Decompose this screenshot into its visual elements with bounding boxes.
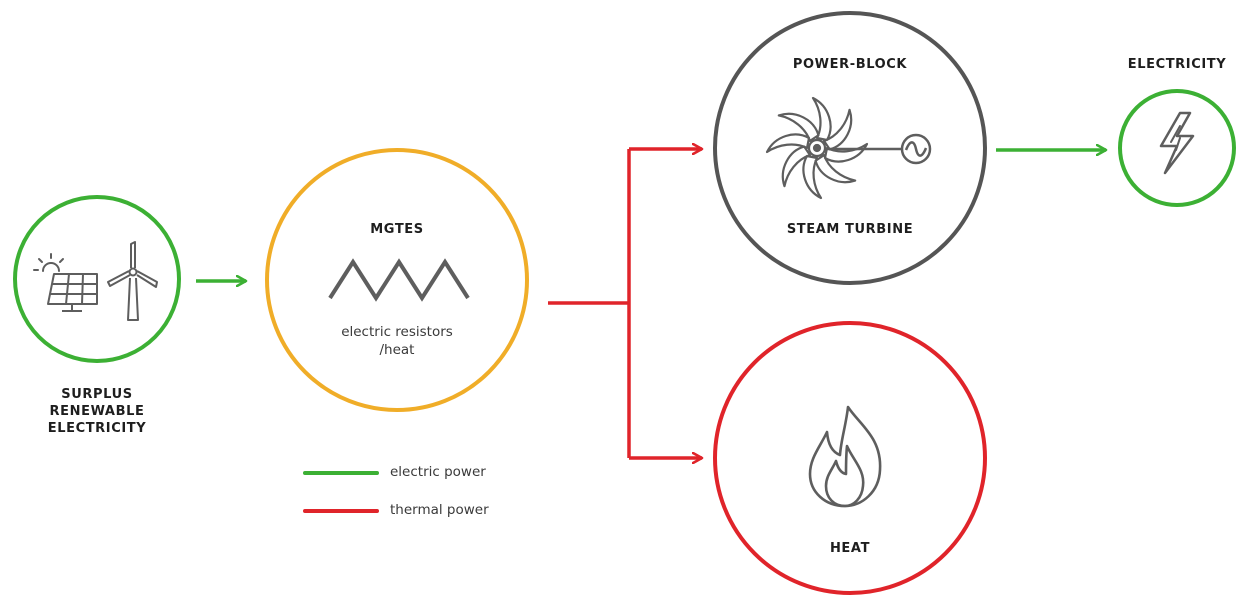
- turbine-blade: [823, 142, 869, 163]
- surplus-circle: [13, 195, 181, 363]
- turbine-blade: [765, 133, 811, 154]
- thermal-branch-line: [548, 149, 631, 458]
- legend-thermal-line: [303, 509, 379, 513]
- mgtes-circle: [265, 148, 529, 412]
- legend-electric-label: electric power: [390, 464, 486, 480]
- legend-thermal-label: thermal power: [390, 502, 489, 518]
- mgtes-subtitle: electric resistors /heat: [317, 323, 477, 359]
- resistor-zigzag-icon: [328, 258, 470, 302]
- mgtes-subtitle-line-2: /heat: [379, 342, 415, 358]
- sun-icon: [33, 253, 64, 272]
- wind-turbine-icon: [107, 241, 158, 321]
- surplus-label-line-1: SURPLUS: [61, 387, 133, 402]
- surplus-label-line-3: ELECTRICITY: [47, 421, 147, 436]
- turbine-blade: [802, 154, 823, 200]
- heat-circle: [713, 321, 987, 595]
- power-block-subtitle: STEAM TURBINE: [786, 222, 914, 237]
- power-block-circle: [713, 11, 987, 285]
- electricity-title: ELECTRICITY: [1127, 57, 1227, 72]
- surplus-label-line-2: RENEWABLE: [49, 404, 145, 419]
- electricity-circle: [1118, 89, 1236, 207]
- heat-title: HEAT: [829, 541, 871, 556]
- turbine-blade: [777, 112, 820, 143]
- mgtes-subtitle-line-1: electric resistors: [341, 324, 453, 340]
- surplus-label: SURPLUS RENEWABLE ELECTRICITY: [37, 386, 157, 437]
- turbine-blade: [814, 153, 857, 184]
- legend-electric-line: [303, 471, 379, 475]
- lightning-bolt-icon: [1159, 111, 1195, 175]
- turbine-blade: [781, 145, 812, 188]
- flame-icon: [808, 405, 882, 508]
- generator-icon: [900, 133, 932, 165]
- mgtes-title: MGTES: [370, 222, 424, 237]
- lightning-bolt-inner-icon: [1170, 125, 1181, 151]
- solar-panel-icon: [47, 273, 98, 312]
- turbine-blade: [822, 108, 853, 151]
- turbine-blade: [811, 96, 832, 142]
- power-block-title: POWER-BLOCK: [792, 57, 908, 72]
- turbine-rotor-icon: [765, 96, 902, 200]
